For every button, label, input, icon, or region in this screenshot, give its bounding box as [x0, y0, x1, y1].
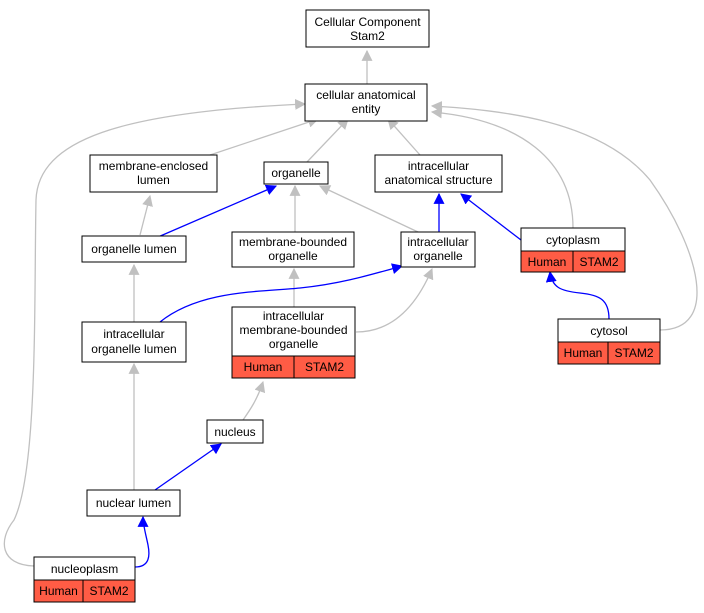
node-nucleoplasm[interactable]: nucleoplasm Human STAM2	[33, 556, 136, 603]
annotation-species-text: Human	[39, 584, 78, 598]
node-label-line: intracellular	[263, 309, 324, 323]
edge-io-organelle	[319, 185, 419, 233]
node-label-line: organelle lumen	[91, 342, 176, 356]
edge-nucleus-imbo	[242, 380, 266, 421]
node-label-line: cytosol	[590, 324, 627, 338]
edge-np-cae	[3, 98, 307, 567]
edge-cytosol-cytoplasm	[545, 270, 610, 320]
node-label-line: anatomical structure	[384, 173, 492, 187]
annotation-tag-gene	[572, 250, 626, 273]
node-label-line: intracellular	[408, 159, 469, 173]
node-nuclear-lumen[interactable]: nuclear lumen	[86, 489, 181, 517]
node-cytosol[interactable]: cytosol Human STAM2	[557, 318, 661, 365]
edge-cytoplasm-ias	[460, 193, 522, 241]
node-label-line: Cellular Component	[314, 15, 421, 29]
node-cellular-component[interactable]: Cellular Component Stam2	[305, 9, 430, 48]
annotation-tag-gene	[82, 579, 136, 603]
node-label-line: intracellular	[103, 327, 164, 341]
node-organelle[interactable]: organelle	[263, 161, 329, 185]
edge-np-nl	[134, 515, 150, 568]
node-label-line: membrane-bounded	[239, 235, 347, 249]
edge-organelle-cae	[306, 118, 349, 163]
node-label-line: membrane-bounded	[239, 323, 347, 337]
node-label-line: lumen	[137, 173, 170, 187]
node-intracellular-anatomical-structure[interactable]: intracellular anatomical structure	[374, 154, 503, 193]
edge-imbo-io	[355, 267, 434, 333]
node-label-line: cellular anatomical	[316, 88, 415, 102]
node-intracellular-organelle[interactable]: intracellular organelle	[400, 231, 476, 268]
node-label-line: organelle	[271, 166, 321, 180]
annotation-gene-text: STAM2	[89, 584, 128, 598]
node-membrane-enclosed-lumen[interactable]: membrane-enclosed lumen	[89, 154, 218, 193]
annotation-tag-gene	[607, 341, 661, 365]
node-label-line: nucleoplasm	[51, 562, 118, 576]
node-label-line: organelle	[269, 337, 319, 351]
annotation-species-text: Human	[244, 360, 283, 374]
edge-cytoplasm-cae	[430, 107, 574, 229]
node-intracellular-organelle-lumen[interactable]: intracellular organelle lumen	[81, 321, 187, 363]
edge-ol-organelle	[157, 184, 278, 238]
node-label-line: organelle	[268, 249, 318, 263]
node-label-line: nucleus	[214, 425, 255, 439]
node-label-line: cytoplasm	[546, 233, 600, 247]
node-intracellular-membrane-bounded-organelle[interactable]: intracellular membrane-bounded organelle…	[231, 306, 356, 379]
edge-cytosol-cae	[430, 101, 698, 331]
annotation-gene-text: STAM2	[614, 346, 653, 360]
edge-nl-nucleus	[154, 443, 222, 491]
node-nucleus[interactable]: nucleus	[206, 419, 264, 444]
node-label-line: membrane-enclosed	[99, 159, 208, 173]
node-cytoplasm[interactable]: cytoplasm Human STAM2	[520, 227, 626, 273]
node-membrane-bounded-organelle[interactable]: membrane-bounded organelle	[231, 231, 355, 268]
node-label-line: entity	[352, 102, 381, 116]
annotation-gene-text: STAM2	[305, 360, 344, 374]
annotation-gene-text: STAM2	[579, 255, 618, 269]
annotation-species-text: Human	[564, 346, 603, 360]
node-label-line: organelle lumen	[91, 242, 176, 256]
edge-ias-cae	[387, 118, 421, 156]
annotation-species-text: Human	[528, 255, 567, 269]
annotation-tag-gene	[293, 355, 356, 379]
edge-ol-mel	[139, 194, 153, 236]
node-label-line: organelle	[413, 249, 463, 263]
node-label-line: intracellular	[407, 235, 468, 249]
node-cellular-anatomical-entity[interactable]: cellular anatomical entity	[304, 83, 428, 122]
node-organelle-lumen[interactable]: organelle lumen	[81, 235, 187, 263]
node-label-line: Stam2	[350, 29, 385, 43]
node-label-line: nuclear lumen	[96, 496, 171, 510]
edge-mel-cae	[209, 116, 320, 156]
edge-iol-io	[159, 263, 404, 323]
